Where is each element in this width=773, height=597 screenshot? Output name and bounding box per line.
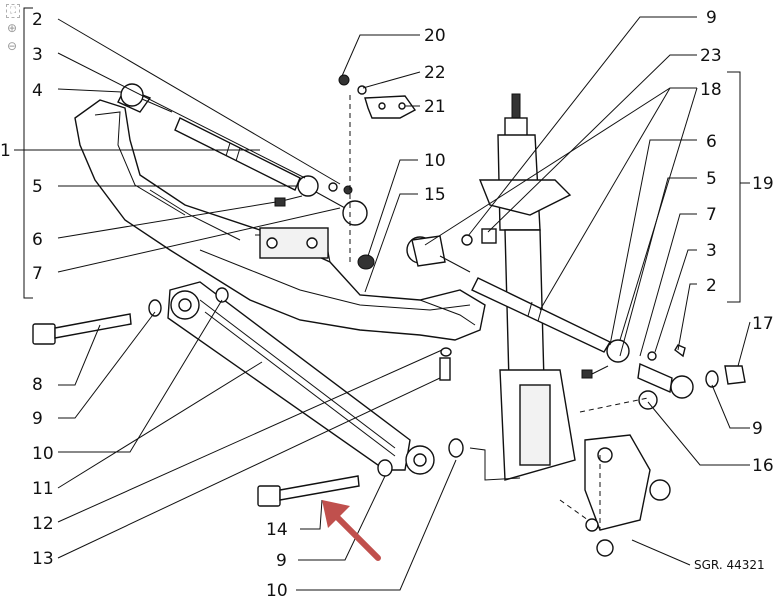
callout-labels-left: 2 3 4 1 5 6 7 8 9 10 11 12 13 xyxy=(0,10,54,569)
bolt-14 xyxy=(257,475,360,507)
callout-label: 4 xyxy=(32,81,43,101)
callout-labels-right: 9 23 18 6 5 19 7 3 2 17 9 16 xyxy=(700,8,773,476)
callout-label: 14 xyxy=(266,520,288,540)
callout-label: 23 xyxy=(700,46,722,66)
highlight-arrow xyxy=(322,500,381,561)
small-bolt xyxy=(439,347,452,381)
callout-label: 15 xyxy=(424,185,446,205)
callout-label: 2 xyxy=(32,10,43,30)
bolt-8 xyxy=(32,313,132,345)
strut-assembly xyxy=(478,93,671,557)
group-1-bracket xyxy=(14,7,33,299)
callout-label: 9 xyxy=(752,419,763,439)
leader-lines xyxy=(14,16,751,591)
callout-label: 21 xyxy=(424,97,446,117)
callout-labels-center: 20 22 21 10 15 14 9 10 xyxy=(266,26,446,597)
callout-label: 20 xyxy=(424,26,446,46)
viewer-toolbar: ⛶ ⊕ ⊖ xyxy=(4,2,24,58)
upper-tie-rod-right xyxy=(406,228,746,410)
callout-label: 11 xyxy=(32,479,54,499)
callout-label: 17 xyxy=(752,314,773,334)
upper-tie-rod-left xyxy=(117,83,368,226)
callout-label: 9 xyxy=(706,8,717,28)
callout-label: 1 xyxy=(0,141,11,161)
alignment-lines xyxy=(559,397,649,530)
callout-label: 3 xyxy=(32,45,43,65)
callout-label: 3 xyxy=(706,241,717,261)
callout-label: 16 xyxy=(752,456,773,476)
zoom-out-icon[interactable]: ⊖ xyxy=(6,39,18,53)
callout-label: 22 xyxy=(424,63,446,83)
callout-label: 10 xyxy=(266,581,288,597)
callout-label: 6 xyxy=(706,132,717,152)
upper-mount-bracket xyxy=(338,74,417,270)
zoom-in-icon[interactable]: ⊕ xyxy=(6,21,18,35)
callout-label: 12 xyxy=(32,514,54,534)
callout-label: 13 xyxy=(32,549,54,569)
callout-label: 9 xyxy=(276,551,287,571)
callout-label: 6 xyxy=(32,230,43,250)
callout-label: 10 xyxy=(32,444,54,464)
callout-label: 18 xyxy=(700,80,722,100)
fit-page-icon[interactable]: ⛶ xyxy=(6,4,20,18)
callout-label: 5 xyxy=(32,177,43,197)
lower-control-arm xyxy=(148,281,464,477)
callout-label: 10 xyxy=(424,151,446,171)
callout-label: 8 xyxy=(32,375,43,395)
callout-label: 7 xyxy=(706,205,717,225)
group-19-bracket xyxy=(727,71,750,303)
callout-label: 19 xyxy=(752,174,773,194)
subframe-crossmember xyxy=(74,99,486,341)
callout-label: 9 xyxy=(32,409,43,429)
callout-label: 2 xyxy=(706,276,717,296)
reference-code: SGR. 44321 xyxy=(694,558,765,572)
callout-label: 7 xyxy=(32,264,43,284)
callout-label: 5 xyxy=(706,169,717,189)
